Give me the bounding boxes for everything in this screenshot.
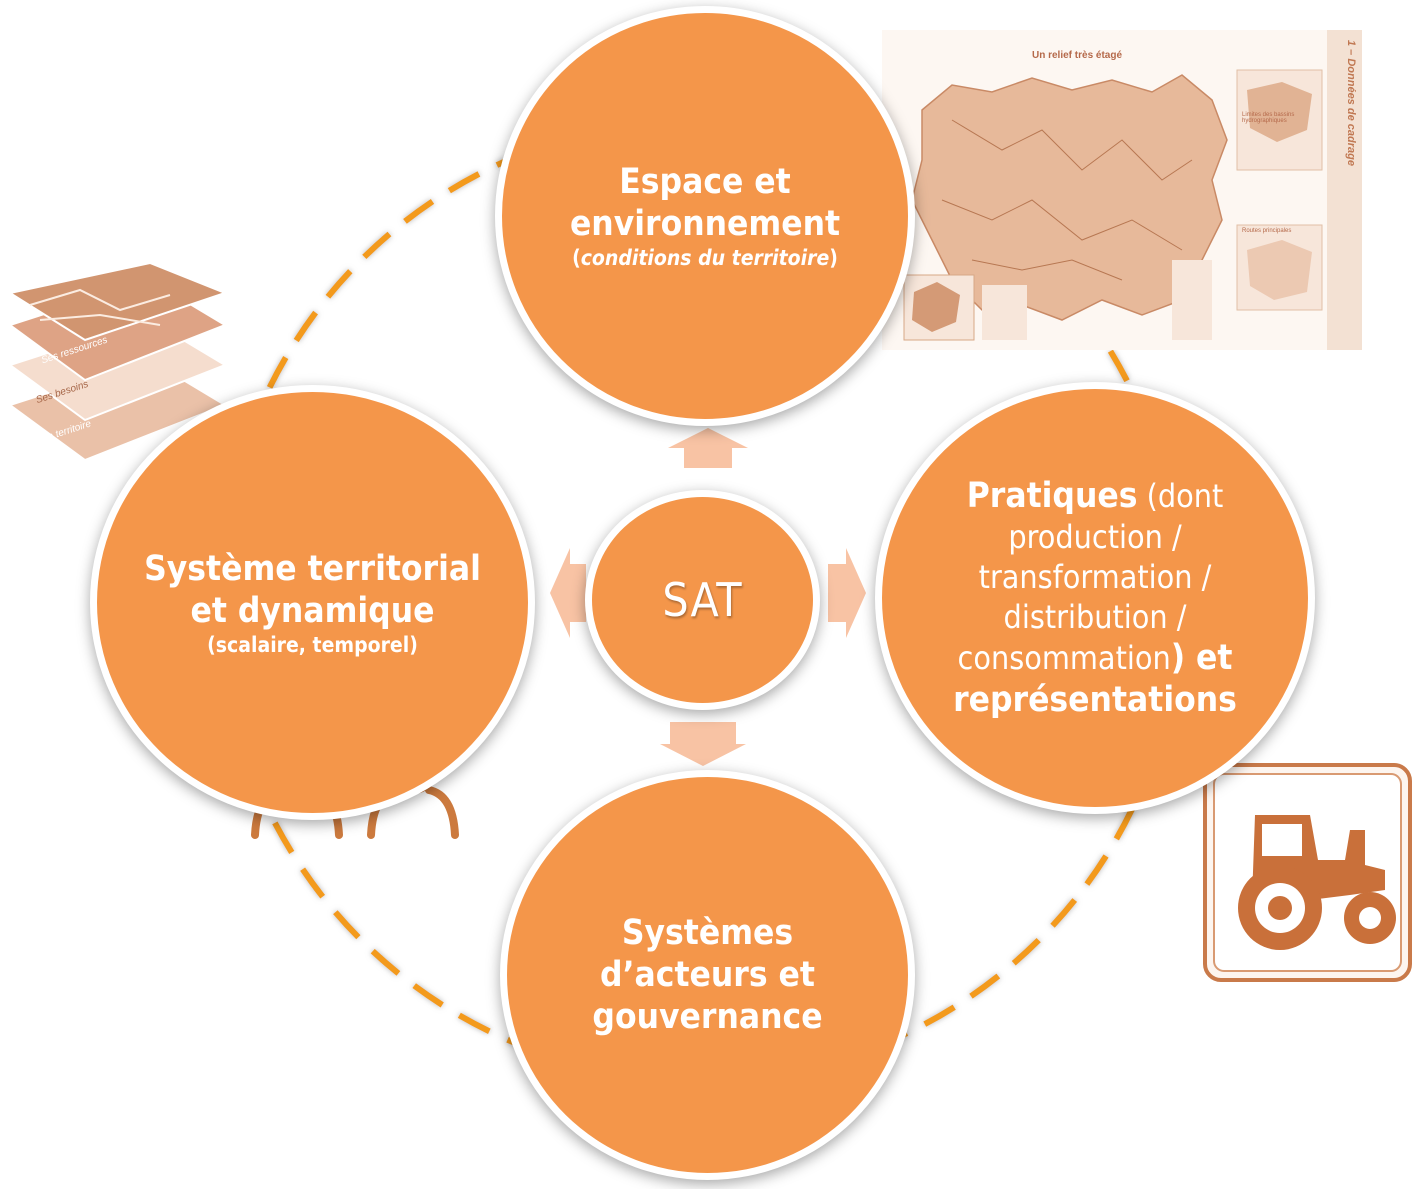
node-center-sat: SAT bbox=[585, 490, 820, 710]
map-side-caption: 1 – Données de cadrage bbox=[1345, 40, 1357, 166]
node-espace-environnement: Espace et environnement (conditions du t… bbox=[495, 6, 915, 426]
node-bottom-title-line2: d’acteurs et bbox=[600, 955, 815, 995]
node-pratiques-representations: Pratiques (dont production / transformat… bbox=[875, 382, 1315, 814]
tractor-icon bbox=[1200, 760, 1415, 985]
map-inset-title-basins: Limites des bassins hydrographiques bbox=[1242, 112, 1295, 124]
arrow-down bbox=[660, 722, 746, 766]
node-right-line1: Pratiques (dont bbox=[966, 476, 1224, 516]
node-left-title-line2: et dynamique bbox=[190, 590, 435, 631]
node-bottom-title-line1: Systèmes bbox=[621, 913, 794, 953]
center-label: SAT bbox=[662, 573, 743, 627]
node-systeme-territorial: Système territorial et dynamique (scalai… bbox=[90, 385, 535, 820]
node-systemes-acteurs: Systèmes d’acteurs et gouvernance bbox=[500, 770, 915, 1180]
arrow-left bbox=[550, 548, 586, 638]
node-bottom-title-line3: gouvernance bbox=[592, 997, 823, 1037]
node-right-line3: transformation / bbox=[978, 558, 1212, 596]
node-top-title-line1: Espace et bbox=[619, 162, 791, 202]
map-inset-title-roads: Routes principales bbox=[1242, 228, 1292, 234]
node-top-title-line2: environnement bbox=[569, 204, 841, 244]
relief-map-image: Un relief très étagé Limites des bassins… bbox=[882, 30, 1362, 350]
layers-map-icon: Ses ressources Ses besoins Son territoir… bbox=[0, 261, 230, 485]
node-right-line5: consommation) et bbox=[957, 638, 1233, 678]
node-right-line6: représentations bbox=[953, 680, 1237, 720]
map-title: Un relief très étagé bbox=[1032, 50, 1123, 61]
node-top-subtitle: (conditions du territoire) bbox=[572, 246, 838, 270]
node-right-line4: distribution / bbox=[1003, 598, 1187, 636]
node-right-line2: production / bbox=[1008, 518, 1182, 556]
relief-map-drawing bbox=[882, 30, 1362, 350]
node-left-title-line1: Système territorial bbox=[144, 548, 481, 589]
arrow-up bbox=[668, 428, 748, 468]
node-left-subtitle: (scalaire, temporel) bbox=[207, 632, 418, 657]
arrow-right bbox=[828, 548, 866, 638]
